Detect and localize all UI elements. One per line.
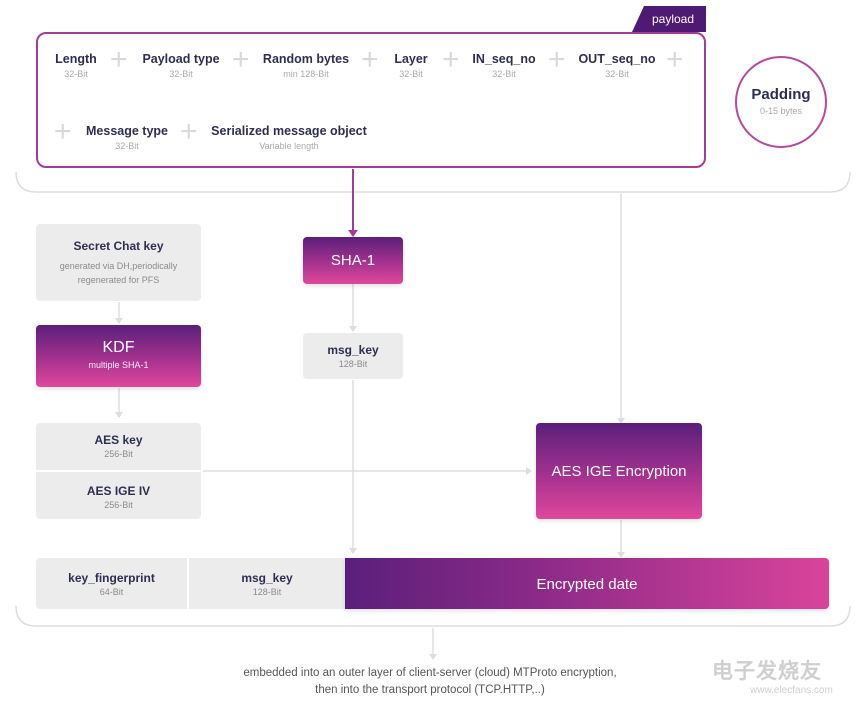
kdf-title: KDF [102,339,135,356]
field-name: Message type [86,124,168,138]
field-name: OUT_seq_no [578,52,656,66]
key-fingerprint-box: key_fingerprint 64-Bit [36,558,187,609]
plus-icon: + [180,115,198,148]
plus-icon: + [54,115,72,148]
key-fingerprint-size: 64-Bit [99,587,124,597]
payload-box [36,32,706,168]
watermark-url: www.elecfans.com [750,685,833,696]
field-out-seq-no: OUT_seq_no 32-Bit [574,52,660,79]
field-in-seq-no: IN_seq_no 32-Bit [468,52,540,79]
field-random-bytes: Random bytes min 128-Bit [258,52,354,79]
field-name: Length [55,52,97,66]
secret-chat-key-box: Secret Chat key generated via DH,periodi… [36,224,201,301]
plus-icon: + [548,43,566,76]
field-size: 32-Bit [169,69,193,79]
field-size: 32-Bit [605,69,629,79]
aes-key-size: 256-Bit [104,449,133,459]
padding-circle: Padding 0-15 bytes [735,56,827,148]
field-name: Payload type [142,52,220,66]
kdf-desc: multiple SHA-1 [88,360,149,370]
footer-line-1: embedded into an outer layer of client-s… [243,667,617,679]
bottom-msg-key-title: msg_key [241,571,293,585]
encrypted-data-title: Encrypted date [536,576,638,593]
field-size: 32-Bit [399,69,423,79]
secret-chat-key-title: Secret Chat key [73,239,164,253]
plus-icon: + [666,43,684,76]
msg-key-box: msg_key 128-Bit [303,333,403,379]
field-name: Serialized message object [211,124,367,138]
field-name: Random bytes [262,52,350,66]
field-size: 32-Bit [64,69,88,79]
plus-icon: + [232,43,250,76]
bottom-msg-key-box: msg_key 128-Bit [189,558,345,609]
aes-iv-box: AES IGE IV 256-Bit [36,472,201,519]
field-serialized-message: Serialized message object Variable lengt… [206,124,372,151]
watermark-logo: 电子发烧友 [712,660,822,683]
field-size: min 128-Bit [283,69,329,79]
field-size: Variable length [259,141,319,151]
field-payload-type: Payload type 32-Bit [136,52,226,79]
aes-key-title: AES key [94,433,143,447]
aes-iv-title: AES IGE IV [86,484,151,498]
msg-key-size: 128-Bit [338,359,368,369]
field-length: Length 32-Bit [46,52,106,79]
sha1-title: SHA-1 [330,252,376,269]
msg-key-title: msg_key [327,343,379,357]
plus-icon: + [442,43,460,76]
padding-size: 0-15 bytes [759,106,803,116]
footer-line-2: then into the transport protocol (TCP.HT… [315,684,545,696]
secret-chat-key-desc-2: regenerated for PFS [77,275,160,285]
sha1-box: SHA-1 [303,237,403,284]
key-fingerprint-title: key_fingerprint [68,571,155,585]
field-size: 32-Bit [115,141,139,151]
plus-icon: + [110,43,128,76]
aes-ige-encryption-title: AES IGE Encryption [551,463,687,480]
aes-ige-encryption-box: AES IGE Encryption [536,423,702,519]
aes-key-box: AES key 256-Bit [36,423,201,470]
bottom-msg-key-size: 128-Bit [252,587,282,597]
encrypted-data-box: Encrypted date [345,558,829,609]
watermark: 电子发烧友 www.elecfans.com [712,655,833,696]
plus-icon: + [361,43,379,76]
footer-caption: embedded into an outer layer of client-s… [180,665,680,699]
payload-tab: payload [632,6,706,32]
field-size: 32-Bit [492,69,516,79]
field-message-type: Message type 32-Bit [82,124,172,151]
field-name: Layer [394,52,428,66]
kdf-box: KDF multiple SHA-1 [36,325,201,387]
field-layer: Layer 32-Bit [386,52,436,79]
aes-iv-size: 256-Bit [104,500,133,510]
secret-chat-key-desc-1: generated via DH,periodically [59,261,178,271]
payload-bracket [15,171,851,193]
padding-title: Padding [751,86,811,103]
output-bracket [15,605,851,627]
field-name: IN_seq_no [472,52,536,66]
